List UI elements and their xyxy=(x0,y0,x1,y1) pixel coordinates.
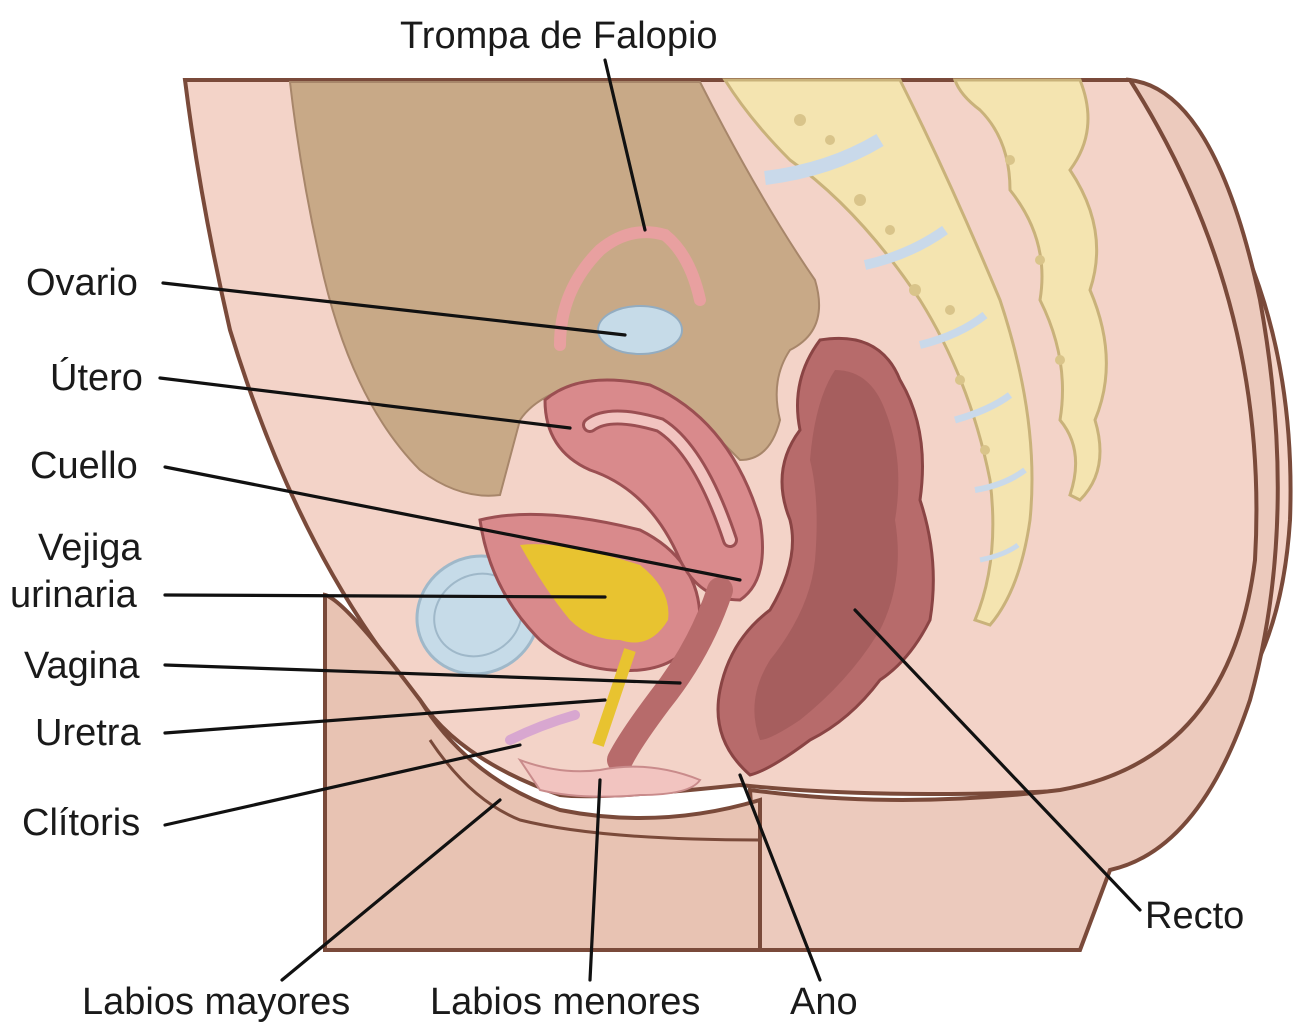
leader-bladder xyxy=(165,595,605,597)
label-cervix: Cuello xyxy=(30,445,138,487)
label-labia-minora: Labios menores xyxy=(430,981,700,1023)
label-clitoris: Clítoris xyxy=(22,802,140,844)
label-vagina: Vagina xyxy=(24,645,140,687)
label-bladder-line1: Vejiga xyxy=(38,527,142,569)
label-bladder-line2: urinaria xyxy=(10,574,138,616)
label-labia-majora: Labios mayores xyxy=(82,981,350,1023)
label-ovary: Ovario xyxy=(26,262,138,304)
label-rectum: Recto xyxy=(1145,895,1244,937)
ovary-shape xyxy=(598,306,682,354)
label-uterus: Útero xyxy=(50,356,143,399)
label-fallopian-tube: Trompa de Falopio xyxy=(400,15,718,57)
label-anus: Ano xyxy=(790,981,858,1023)
label-urethra: Uretra xyxy=(35,712,141,754)
